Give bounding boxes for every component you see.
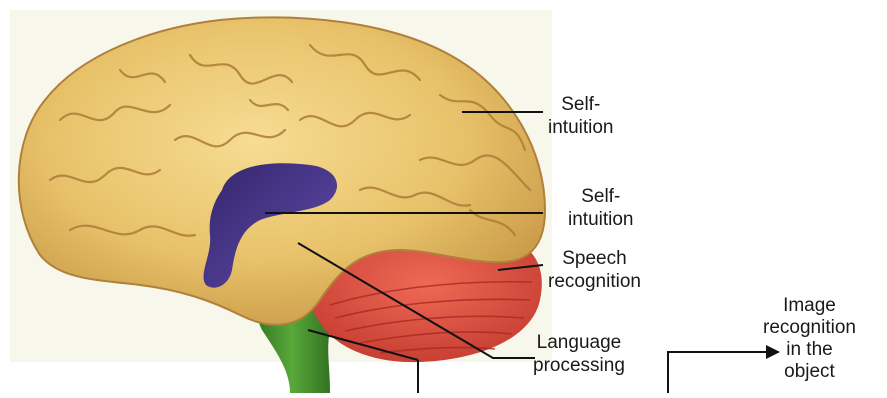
label-line: recognition [763, 317, 856, 339]
label-image-recognition: Image recognition in the object [763, 295, 856, 383]
label-line: Image [763, 295, 856, 317]
label-self-intuition-upper: Self- intuition [548, 93, 614, 139]
label-line: in the [763, 339, 856, 361]
label-line: Self- [568, 185, 634, 208]
label-line: Speech [548, 247, 641, 270]
label-line: recognition [548, 270, 641, 293]
label-line: intuition [568, 208, 634, 231]
label-speech-recognition: Speech recognition [548, 247, 641, 293]
label-line: processing [533, 354, 625, 377]
label-language-processing: Language processing [533, 331, 625, 377]
label-line: object [763, 361, 856, 383]
label-line: Self- [548, 93, 614, 116]
label-line: Language [533, 331, 625, 354]
pointer-image-recognition [668, 352, 768, 393]
label-line: intuition [548, 116, 614, 139]
label-self-intuition-middle: Self- intuition [568, 185, 634, 231]
